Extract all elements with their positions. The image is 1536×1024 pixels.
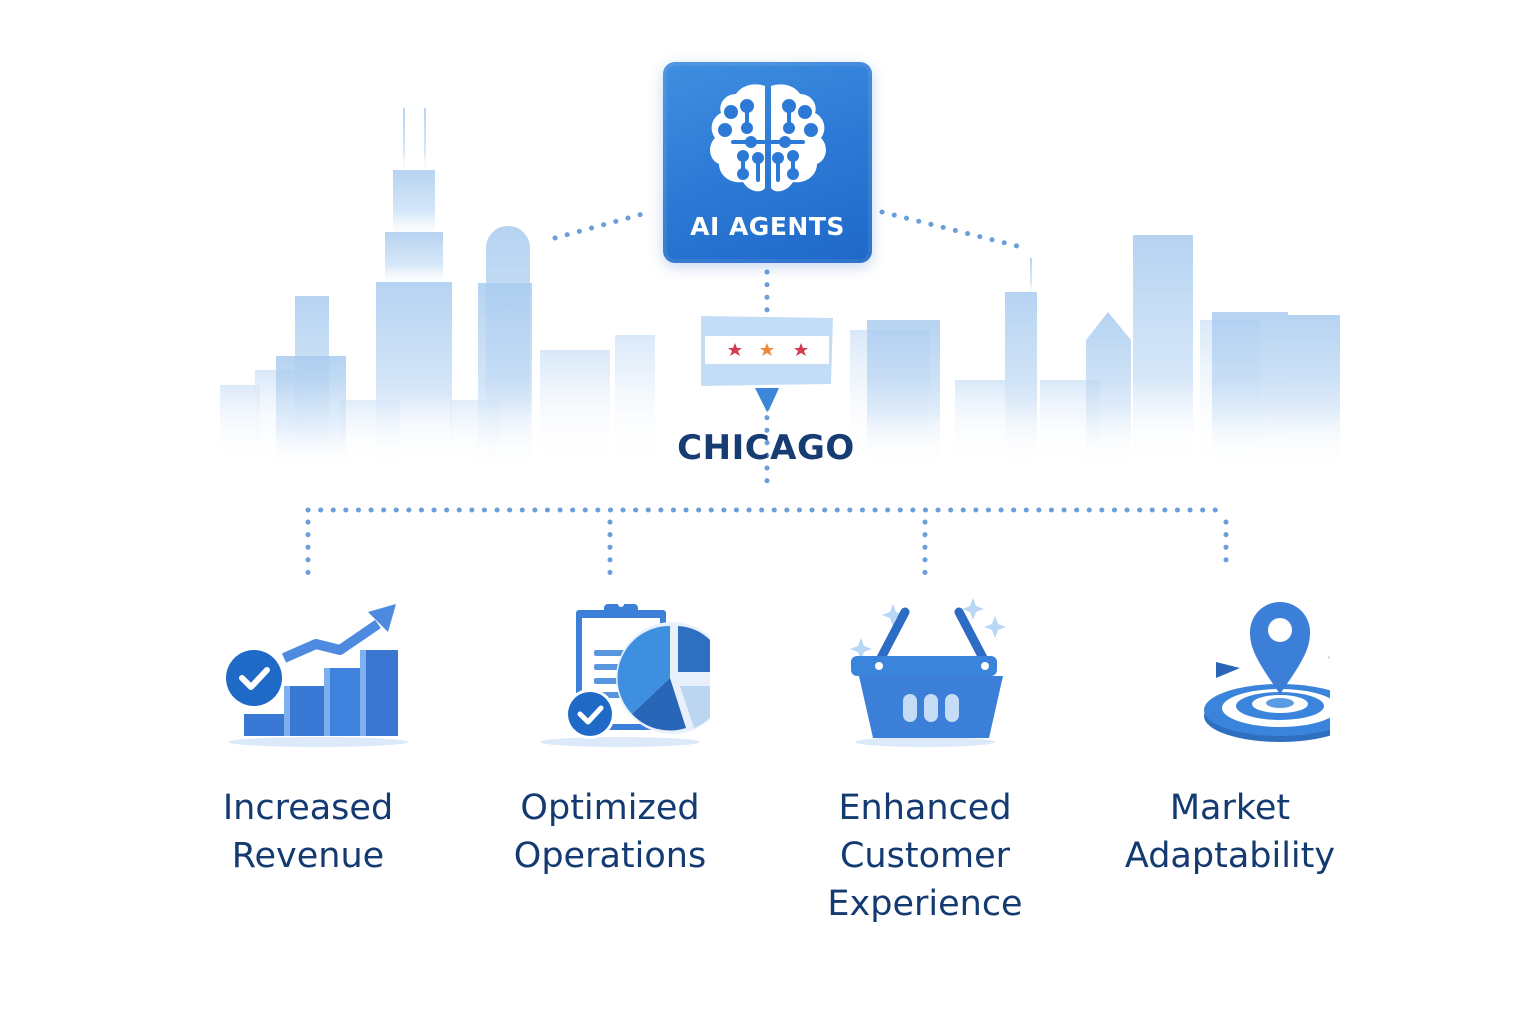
clipboard-pie-chart-icon <box>540 601 710 747</box>
benefit-label-line: Enhanced <box>838 788 1012 828</box>
growth-chart-icon <box>223 604 408 747</box>
benefit-label-line: Market <box>1169 788 1291 828</box>
benefit-label-line: Optimized <box>520 788 700 828</box>
hub-label: AI AGENTS <box>690 212 845 241</box>
chicago-flag-icon <box>701 316 833 412</box>
shopping-basket-icon <box>850 598 1006 747</box>
benefit-label-line: Experience <box>827 884 1023 924</box>
connector-lines <box>305 209 1229 578</box>
benefit-label: Market Adaptability <box>1080 784 1380 880</box>
ai-agents-hub: AI AGENTS <box>663 62 872 263</box>
chicago-skyline-background <box>0 108 1536 500</box>
benefit-enhanced-customer-experience: Enhanced Customer Experience <box>775 598 1075 928</box>
benefit-label-line: Adaptability <box>1124 836 1336 876</box>
benefit-label-line: Revenue <box>231 836 385 876</box>
benefit-label-line: Increased <box>222 788 394 828</box>
benefit-increased-revenue: Increased Revenue <box>158 598 458 880</box>
benefit-label: Enhanced Customer Experience <box>775 784 1075 928</box>
benefit-optimized-operations: Optimized Operations <box>460 598 760 880</box>
city-label: CHICAGO <box>677 428 855 468</box>
benefit-label-line: Operations <box>513 836 707 876</box>
benefit-label: Optimized Operations <box>460 784 760 880</box>
benefit-label-line: Customer <box>839 836 1010 876</box>
brain-circuit-icon <box>710 84 826 192</box>
benefit-label: Increased Revenue <box>158 784 458 880</box>
location-target-icon <box>1204 602 1330 742</box>
benefit-market-adaptability: Market Adaptability <box>1080 598 1380 880</box>
